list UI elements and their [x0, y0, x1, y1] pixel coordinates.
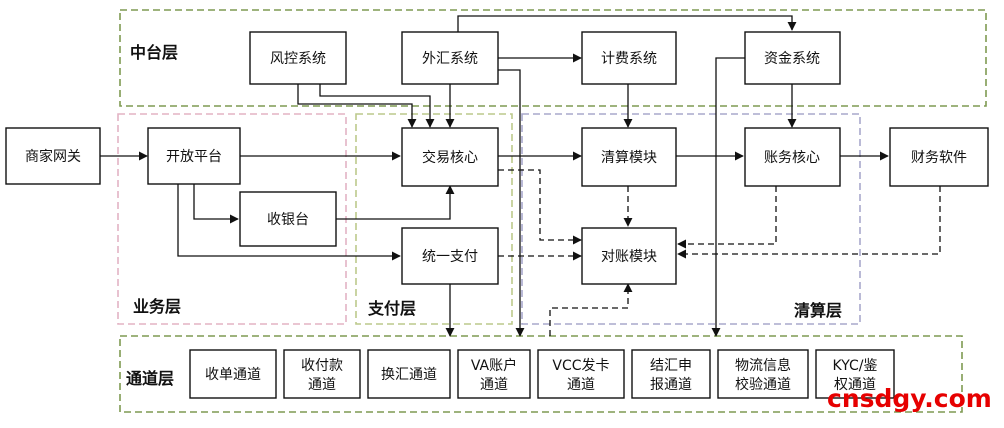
channel-kyc-auth: KYC/鉴 权通道	[815, 349, 895, 399]
edges	[100, 15, 889, 337]
edge-open-platform-to-unified-payment	[177, 184, 401, 261]
node-risk-control: 风控系统	[249, 31, 347, 85]
edge-forex-to-funds	[457, 15, 797, 32]
svg-text:资金系统: 资金系统	[764, 51, 820, 67]
clearing-layer-zone	[521, 113, 861, 325]
svg-text:账务核心: 账务核心	[764, 150, 820, 166]
channel-settlement-report: 结汇申 报通道	[631, 349, 711, 399]
edge-forex-to-channel	[498, 69, 525, 337]
payment-layer-label: 支付层	[367, 299, 416, 318]
svg-text:换汇通道: 换汇通道	[381, 366, 437, 383]
svg-text:校验通道: 校验通道	[735, 376, 791, 393]
node-billing: 计费系统	[581, 31, 677, 85]
svg-text:KYC/鉴: KYC/鉴	[833, 358, 878, 374]
channel-va-account: VA账户 通道	[457, 349, 531, 399]
channel-collect: 收单通道	[189, 349, 277, 399]
middle-layer-label: 中台层	[130, 43, 178, 62]
svg-text:外汇系统: 外汇系统	[422, 51, 478, 67]
channel-exchange: 换汇通道	[367, 349, 451, 399]
watermark: cnsdgy.com	[827, 384, 992, 413]
channel-layer-zone	[119, 335, 963, 413]
business-layer-label: 业务层	[133, 297, 181, 316]
node-finance-software: 财务软件	[889, 127, 989, 187]
edge-risk-to-trade-core-a	[297, 84, 417, 128]
svg-text:权通道: 权通道	[834, 377, 876, 393]
svg-text:VA账户: VA账户	[471, 357, 517, 374]
node-accounting-core: 账务核心	[744, 127, 841, 187]
svg-text:清算模块: 清算模块	[601, 150, 657, 166]
svg-text:交易核心: 交易核心	[422, 149, 478, 166]
edge-channel-to-reconciliation	[549, 283, 633, 336]
svg-text:VCC发卡: VCC发卡	[552, 358, 609, 374]
middle-layer-zone	[119, 9, 987, 107]
node-open-platform: 开放平台	[147, 127, 241, 185]
svg-text:统一支付: 统一支付	[422, 249, 478, 265]
svg-text:收银台: 收银台	[267, 212, 309, 228]
svg-text:通道: 通道	[480, 377, 508, 393]
svg-text:收单通道: 收单通道	[205, 367, 261, 383]
edge-open-platform-to-cashier	[193, 184, 239, 224]
svg-text:通道: 通道	[308, 377, 336, 393]
svg-text:报通道: 报通道	[650, 377, 692, 393]
channel-logistics-verify: 物流信息 校验通道	[717, 349, 809, 399]
edge-trade-core-to-reconciliation	[498, 169, 582, 245]
svg-text:风控系统: 风控系统	[270, 51, 326, 67]
edge-finance-to-reconciliation	[677, 186, 941, 259]
svg-text:通道: 通道	[567, 377, 595, 393]
svg-text:开放平台: 开放平台	[166, 149, 222, 165]
edge-cashier-to-trade-core	[336, 185, 455, 220]
edge-accounting-to-reconciliation	[677, 186, 777, 249]
edge-risk-to-trade-core-b	[319, 84, 435, 128]
svg-text:物流信息: 物流信息	[735, 357, 791, 374]
node-merchant-gateway: 商家网关	[5, 127, 101, 185]
svg-text:财务软件: 财务软件	[911, 150, 967, 166]
edge-funds-to-channel	[711, 57, 745, 337]
svg-text:收付款: 收付款	[301, 358, 343, 374]
svg-text:对账模块: 对账模块	[601, 249, 657, 265]
channel-vcc-card: VCC发卡 通道	[537, 349, 625, 399]
svg-text:商家网关: 商家网关	[25, 148, 81, 165]
svg-text:计费系统: 计费系统	[601, 51, 657, 67]
node-cashier: 收银台	[239, 191, 337, 247]
node-funds: 资金系统	[744, 31, 841, 85]
channel-layer-label: 通道层	[126, 369, 174, 388]
svg-text:结汇申: 结汇申	[650, 358, 692, 374]
node-clearing-module: 清算模块	[581, 127, 677, 187]
node-forex: 外汇系统	[401, 31, 499, 85]
node-reconciliation: 对账模块	[581, 227, 677, 285]
dashed-edges	[498, 169, 941, 336]
node-trade-core: 交易核心	[401, 127, 499, 187]
node-unified-payment: 统一支付	[401, 227, 499, 285]
clearing-layer-label: 清算层	[794, 301, 842, 320]
channel-payment: 收付款 通道	[283, 349, 361, 399]
